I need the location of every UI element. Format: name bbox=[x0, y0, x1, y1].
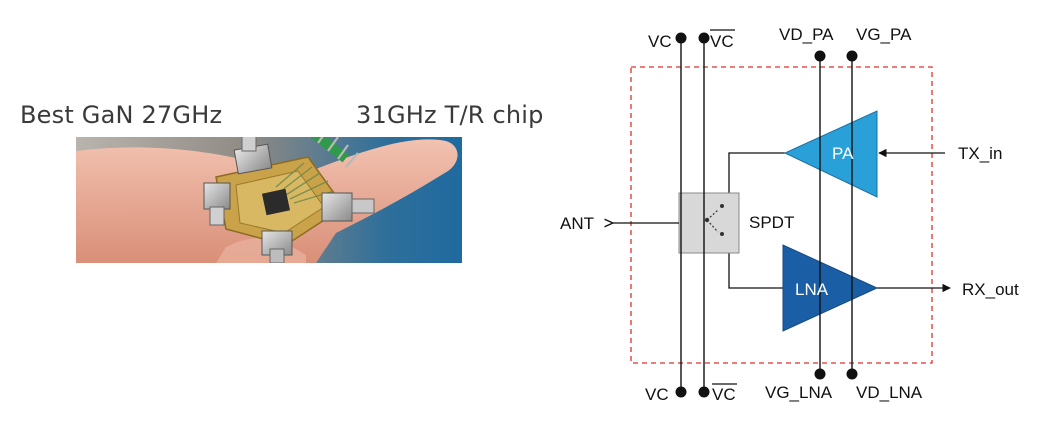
wire-switch-to-lna bbox=[728, 252, 785, 289]
label-vc-top: VC bbox=[648, 32, 672, 51]
label-vd-pa: VD_PA bbox=[779, 25, 834, 44]
terminal-dot bbox=[814, 50, 826, 62]
label-tx-in: TX_in bbox=[958, 144, 1002, 163]
label-pa: PA bbox=[832, 144, 854, 163]
tr-module-diagram: VC VC VD_PA VG_PA VC VC VG_LNA VD_LNA AN… bbox=[560, 25, 1019, 404]
chip-photo bbox=[76, 137, 462, 263]
module-boundary bbox=[630, 66, 933, 364]
photo-caption-left: Best GaN 27GHz bbox=[20, 101, 223, 129]
label-vc-bar-top: VC bbox=[710, 32, 734, 51]
terminal-dot bbox=[698, 386, 710, 398]
terminal-dot bbox=[846, 50, 858, 62]
spdt-switch-block bbox=[678, 192, 740, 254]
label-vg-lna: VG_LNA bbox=[765, 383, 833, 402]
lna-amplifier bbox=[782, 244, 879, 332]
terminal-dot bbox=[675, 386, 687, 398]
terminal-dot bbox=[675, 32, 687, 44]
terminal-dot bbox=[846, 368, 858, 380]
wire-pa-to-switch bbox=[728, 152, 785, 194]
terminal-dot bbox=[814, 368, 826, 380]
sma-connector-right bbox=[321, 192, 375, 222]
label-spdt: SPDT bbox=[749, 213, 794, 232]
label-ant: ANT bbox=[560, 214, 594, 233]
sma-connector-bottom bbox=[261, 230, 293, 263]
sma-connector-left bbox=[203, 182, 231, 226]
terminal-dot bbox=[698, 32, 710, 44]
label-vd-lna: VD_LNA bbox=[856, 383, 923, 402]
chip-die bbox=[261, 188, 291, 216]
sma-connector-top bbox=[233, 137, 273, 175]
label-lna: LNA bbox=[795, 280, 829, 299]
pa-amplifier bbox=[783, 110, 878, 198]
label-vc-bar-bottom: VC bbox=[712, 385, 736, 404]
label-rx-out: RX_out bbox=[962, 280, 1019, 299]
label-vc-bottom: VC bbox=[645, 385, 669, 404]
photo-caption-right: 31GHz T/R chip bbox=[356, 101, 544, 129]
label-vg-pa: VG_PA bbox=[856, 25, 912, 44]
